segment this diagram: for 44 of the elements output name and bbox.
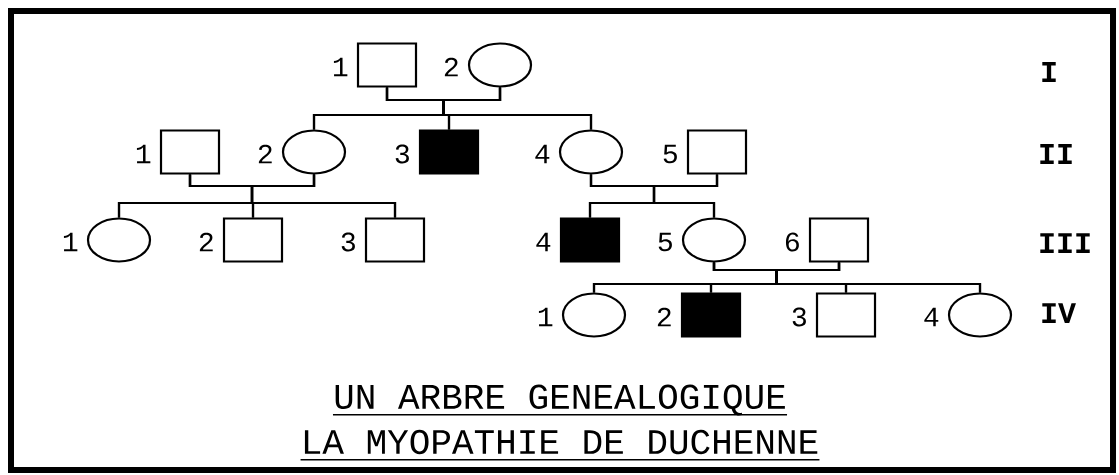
individual-number: 3: [395, 144, 409, 164]
descent-line: [250, 174, 397, 218]
individual-number: 2: [657, 307, 671, 327]
individual-number: 1: [538, 307, 553, 327]
individual-number: 2: [258, 144, 272, 164]
female-circle: [558, 129, 624, 175]
male-square: [159, 129, 221, 175]
individual-number: 2: [199, 232, 213, 252]
male-square: [356, 42, 418, 88]
individual-number: 1: [333, 57, 348, 77]
male-square: [686, 129, 748, 175]
individual-number: 1: [63, 232, 78, 252]
affected-male-square: [559, 217, 621, 263]
descent-line: [775, 262, 982, 293]
male-square: [815, 292, 877, 338]
male-square: [222, 217, 284, 263]
female-circle: [281, 129, 347, 175]
male-square: [364, 217, 426, 263]
female-circle: [86, 217, 152, 263]
individual-number: 4: [536, 232, 551, 252]
individual-number: 5: [663, 144, 677, 164]
generation-label: IV: [1042, 303, 1076, 323]
individual-number: 2: [444, 57, 458, 77]
individual-number: 4: [535, 144, 550, 164]
underlined-caption: LA MYOPATHIE DE DUCHENNE: [299, 429, 821, 461]
individual-number: 5: [658, 232, 672, 252]
female-circle: [561, 292, 627, 338]
individual-number: 6: [786, 232, 799, 252]
generation-label: II: [1040, 144, 1072, 164]
female-circle: [467, 42, 533, 88]
affected-male-square: [680, 292, 742, 338]
individual-number: 4: [924, 307, 939, 327]
individual-number: 1: [136, 144, 151, 164]
affected-male-square: [418, 129, 480, 175]
male-square: [808, 217, 870, 263]
descent-line: [652, 174, 719, 218]
underlined-title: UN ARBRE GENEALOGIQUE: [332, 384, 788, 416]
generation-label: III: [1040, 233, 1090, 253]
descent-line: [442, 87, 593, 130]
individual-number: 3: [341, 232, 355, 252]
female-circle: [681, 217, 747, 263]
generation-label: I: [1042, 62, 1056, 82]
female-circle: [947, 292, 1013, 338]
individual-number: 3: [792, 307, 806, 327]
